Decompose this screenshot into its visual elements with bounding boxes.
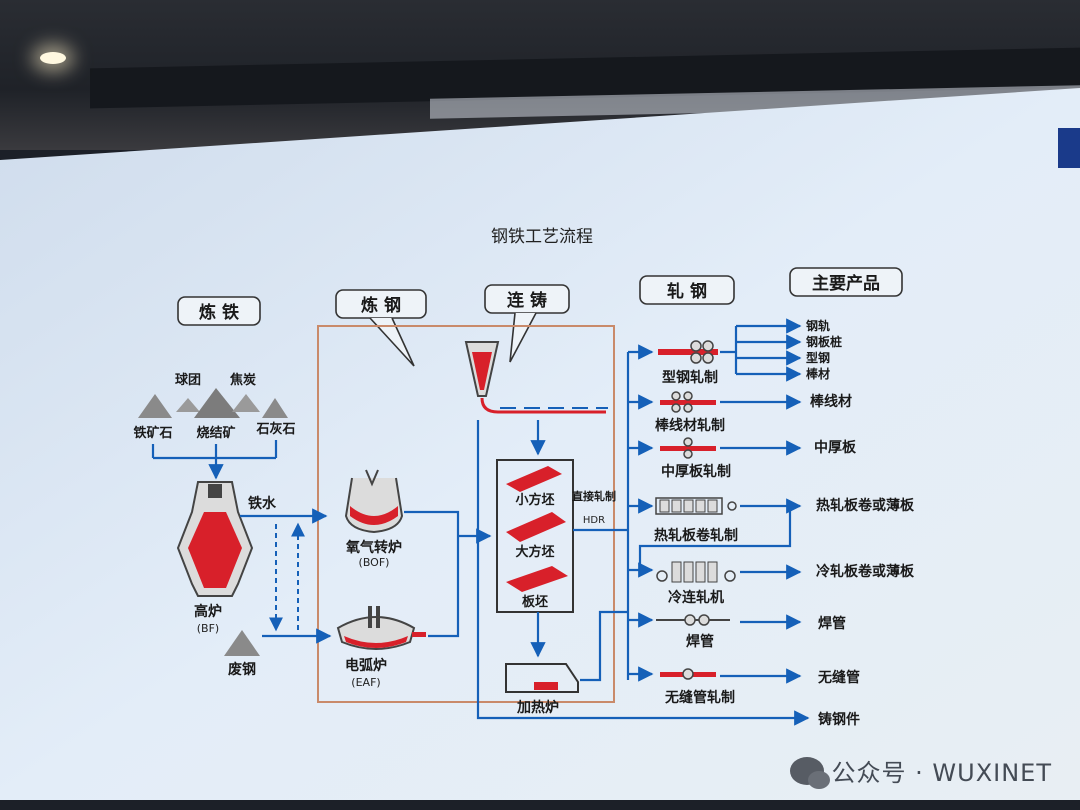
- hot-coil-to-cold-loop: [638, 506, 792, 566]
- bf-label: 高炉: [194, 603, 222, 620]
- coke-pile: [232, 394, 260, 412]
- product-seamless-pipe: 无缝管: [817, 669, 860, 686]
- bof-label: 氧气转炉: [345, 539, 402, 556]
- section-products: 主要产品: [789, 267, 903, 297]
- welded-pipe-icon: [656, 614, 730, 626]
- reheat-to-mill-line: [580, 610, 628, 682]
- bof-abbr: (BOF): [359, 556, 390, 569]
- product-wire-rod: 棒线材: [810, 393, 852, 410]
- bof-eaf-merge-line: [404, 510, 460, 638]
- section-products-label: 主要产品: [812, 273, 880, 294]
- product-rail: 钢轨: [806, 318, 830, 333]
- slab-icon: [506, 566, 568, 592]
- section-mill-branch-trunk: [720, 326, 738, 374]
- ceiling-light: [40, 52, 66, 64]
- pellet-pile: [176, 398, 200, 412]
- limestone-pile: [262, 398, 288, 418]
- sinter-pile: [194, 388, 240, 418]
- screen-corner-logo: [1058, 128, 1080, 168]
- raw-material-piles: [138, 388, 288, 418]
- small-billet-label: 小方坯: [515, 492, 554, 508]
- plate-mill-label: 中厚板轧制: [661, 463, 731, 480]
- product-welded-pipe: 焊管: [818, 615, 846, 632]
- cold-mill-label: 冷连轧机: [668, 589, 724, 606]
- eaf-label: 电弧炉: [345, 657, 387, 674]
- wire-mill-label: 棒线材轧制: [655, 417, 725, 434]
- product-plate: 中厚板: [814, 439, 857, 456]
- product-bars: 棒材: [806, 366, 830, 381]
- section-steelmaking: 炼 钢: [335, 289, 427, 367]
- section-rolling-label: 轧 钢: [667, 281, 707, 302]
- sinter-label: 烧结矿: [196, 425, 235, 441]
- hot-strip-mill-label: 热轧板卷轧制: [654, 527, 738, 544]
- direct-rolling-label: 直接轧制: [572, 489, 616, 503]
- hot-metal-label: 铁水: [248, 495, 277, 512]
- plate-mill-icon: [660, 437, 716, 459]
- product-hot-coil: 热轧板卷或薄板: [816, 497, 915, 514]
- seamless-mill-label: 无缝管轧制: [664, 689, 735, 706]
- large-billet-label: 大方坯: [515, 544, 554, 560]
- projection-screen: [0, 88, 1080, 800]
- wire-mill-icon: [660, 391, 716, 413]
- bof-icon: [344, 469, 404, 534]
- reheating-furnace-icon: [505, 663, 579, 693]
- wechat-icon: [789, 756, 830, 789]
- tundish-icon: [464, 341, 500, 397]
- hdr-label: HDR: [583, 515, 605, 526]
- coke-label: 焦炭: [229, 372, 256, 388]
- eaf-icon: [336, 606, 426, 650]
- section-rolling: 轧 钢: [639, 275, 735, 305]
- reheating-charge: [534, 682, 558, 690]
- welded-pipe-mill-label: 焊管: [686, 633, 714, 650]
- section-ironmaking: 炼 铁: [177, 296, 261, 326]
- bf-abbr: (BF): [197, 622, 219, 635]
- limestone-label: 石灰石: [255, 421, 295, 437]
- hot-strip-mill-icon: [655, 497, 737, 515]
- watermark-text: 公众号 · WUXINET: [831, 759, 1052, 787]
- section-casting-label: 连 铸: [507, 290, 547, 311]
- iron-ore-pile: [138, 394, 172, 418]
- diagram-title: 钢铁工艺流程: [491, 227, 593, 247]
- cold-mill-icon: [656, 561, 736, 583]
- section-mill-label: 型钢轧制: [662, 369, 718, 386]
- watermark: 公众号 · WUXINET: [789, 753, 1052, 789]
- cast-strand: [480, 397, 606, 414]
- scrap-pile-icon: [224, 630, 260, 656]
- scrap-label: 废钢: [228, 661, 256, 678]
- product-sheet-pile: 钢板桩: [806, 334, 842, 349]
- product-castings: 铸钢件: [818, 711, 860, 728]
- materials-collector-line: [151, 440, 278, 460]
- blast-furnace-icon: [176, 481, 254, 597]
- product-shapes: 型钢: [806, 350, 830, 365]
- iron-ore-label: 铁矿石: [132, 425, 172, 441]
- eaf-abbr: (EAF): [351, 676, 380, 689]
- semi-products-box: [496, 459, 574, 613]
- product-cold-coil: 冷轧板卷或薄板: [816, 563, 915, 580]
- small-billet-icon: [506, 466, 562, 492]
- large-billet-icon: [506, 512, 566, 542]
- section-steelmaking-label: 炼 钢: [361, 295, 401, 316]
- pellet-label: 球团: [175, 372, 201, 388]
- seamless-mill-icon: [660, 668, 716, 680]
- section-mill-icon: [658, 340, 718, 364]
- castings-line: [476, 420, 810, 726]
- slab-label: 板坯: [522, 594, 548, 610]
- section-ironmaking-label: 炼 铁: [199, 302, 239, 323]
- reheating-label: 加热炉: [516, 699, 559, 716]
